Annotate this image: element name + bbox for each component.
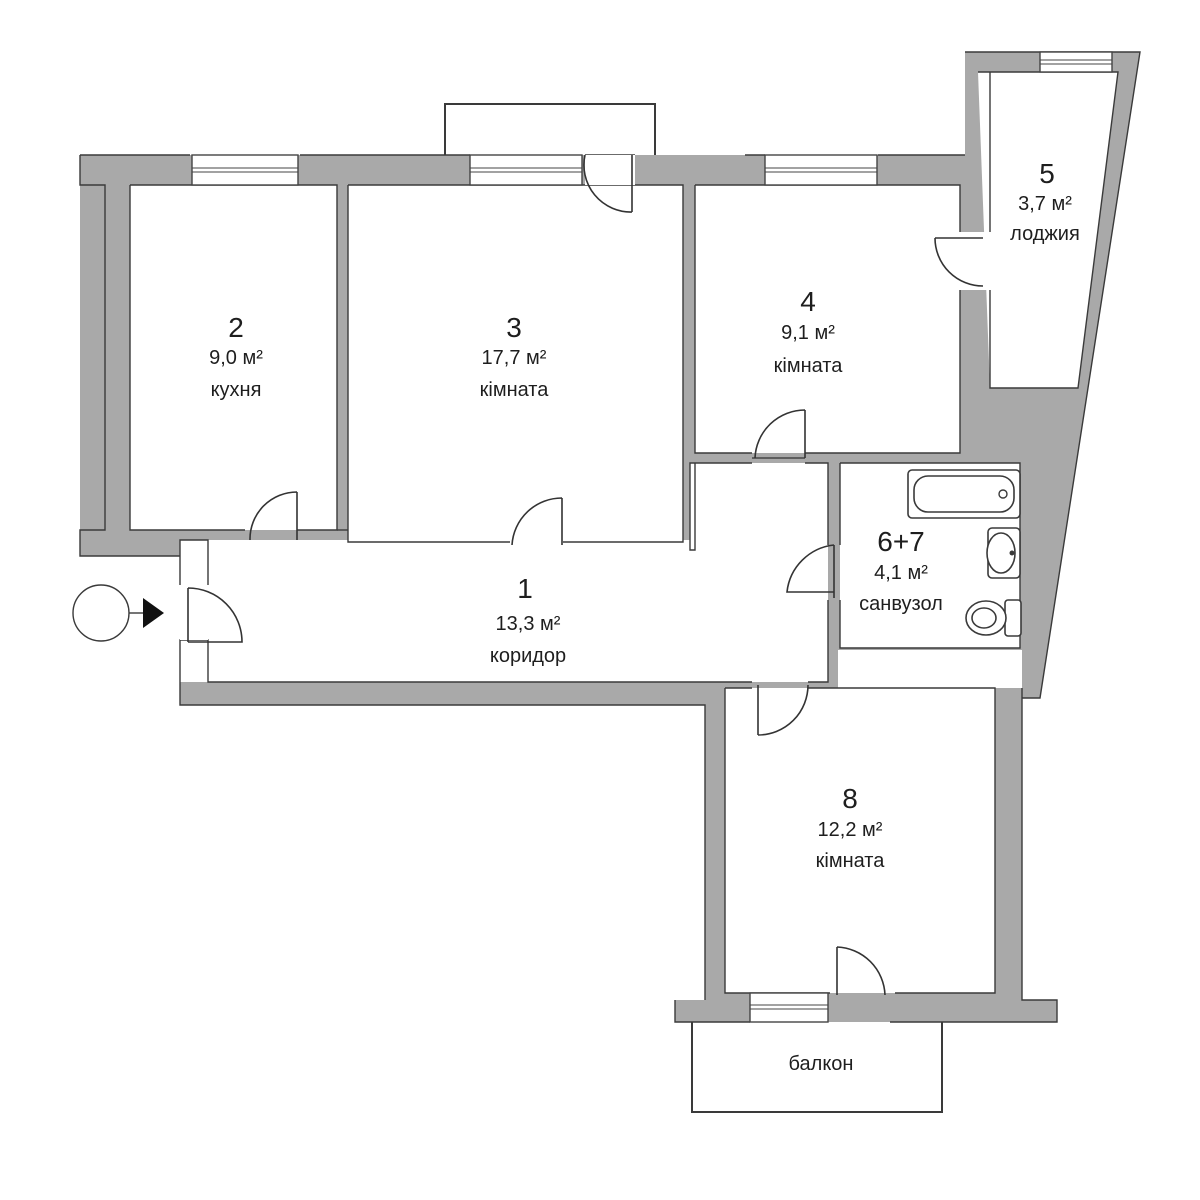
room-6-7-number: 6+7 [877,526,925,557]
room-5-number: 5 [1039,158,1055,189]
room-1-number: 1 [517,573,533,604]
room-6-7-area: 4,1 м² [874,562,928,584]
door-room3-bay [583,154,635,213]
room-6-7-label: 6+7 4,1 м² санвузол [859,526,943,615]
window-loggia [1039,51,1113,73]
toilet-icon [965,599,1022,637]
room-1-name: коридор [490,645,566,667]
room-3-name: кімната [480,379,550,401]
room-2-label: 2 9,0 м² кухня [209,312,263,401]
room-8-number: 8 [842,783,858,814]
room-4-area: 9,1 м² [781,322,835,344]
windows [191,51,1113,1023]
window-balcony [749,992,829,1023]
room-1-label: 1 13,3 м² коридор [490,573,566,667]
door-bathroom [786,544,835,598]
door-room3 [511,497,563,546]
room-2-area: 9,0 м² [209,347,263,369]
door-room4 [752,409,806,459]
door-kitchen [249,491,298,541]
entrance-arrow-icon [72,584,164,642]
door-balcony [836,946,886,996]
bathtub-icon [907,469,1021,519]
room-5-area: 3,7 м² [1018,193,1072,215]
room-1-area: 13,3 м² [496,613,561,635]
sink-icon [986,527,1021,579]
room-4-number: 4 [800,286,816,317]
bay-outline [444,103,656,157]
room-3-label: 3 17,7 м² кімната [480,312,550,401]
room-3-number: 3 [506,312,522,343]
room-2-name: кухня [211,379,262,401]
door-entrance [180,585,243,643]
doors [180,154,990,996]
room-5-label: 5 3,7 м² лоджия [1010,158,1080,245]
room-4-label: 4 9,1 м² кімната [774,286,844,377]
balcony-label: балкон [789,1053,854,1075]
window-room4 [764,154,878,186]
door-room8 [757,684,809,736]
room-4-name: кімната [774,355,844,377]
room-8-area: 12,2 м² [818,819,883,841]
room-8-name: кімната [816,850,886,872]
room-interiors [130,72,1118,993]
room-8-label: 8 12,2 м² кімната [816,783,886,872]
room-6-7-name: санвузол [859,593,943,615]
window-room3 [469,154,583,186]
window-kitchen [191,154,299,186]
room-2-number: 2 [228,312,244,343]
room-3-area: 17,7 м² [482,347,547,369]
door-loggia [934,232,990,290]
room-5-name: лоджия [1010,223,1080,245]
